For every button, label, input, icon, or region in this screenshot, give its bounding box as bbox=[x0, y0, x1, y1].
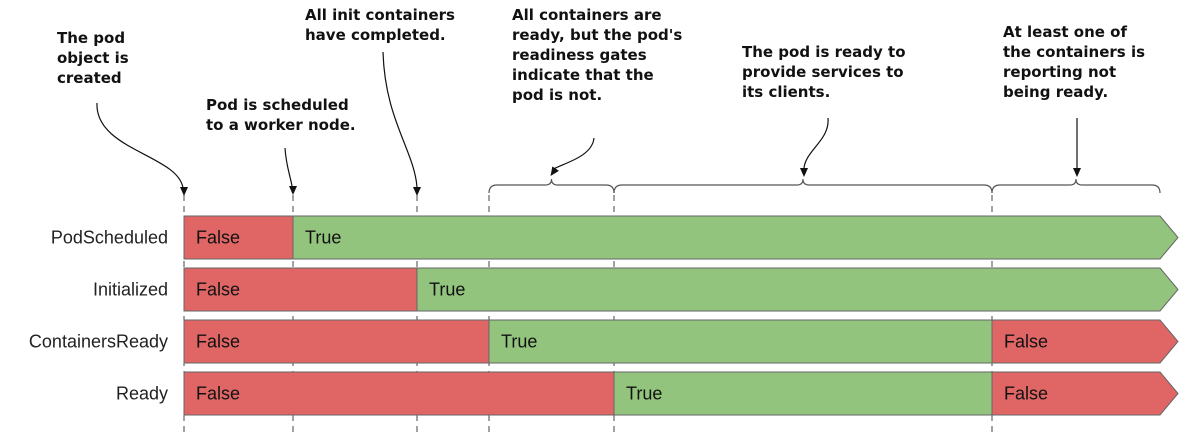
pointer-scheduled bbox=[284, 147, 293, 187]
annotation-arrows bbox=[96, 51, 1081, 196]
pointer-created bbox=[96, 102, 184, 189]
condition-label: ContainersReady bbox=[29, 332, 168, 352]
false-segment bbox=[991, 319, 1179, 364]
brace-pod-ready bbox=[613, 178, 993, 194]
pointer-pod-ready bbox=[803, 117, 829, 169]
condition-label: Ready bbox=[116, 384, 168, 404]
arrowhead-icon bbox=[550, 166, 559, 176]
condition-label: Initialized bbox=[93, 280, 168, 300]
true-segment bbox=[613, 371, 993, 416]
condition-labels: PodScheduledInitializedContainersReadyRe… bbox=[29, 228, 168, 404]
segment-value: False bbox=[196, 384, 240, 404]
segment-value: True bbox=[626, 384, 662, 404]
arrowhead-icon bbox=[289, 186, 297, 195]
segment-value: False bbox=[1004, 384, 1048, 404]
segment-value: False bbox=[1004, 332, 1048, 352]
pointer-init-done bbox=[382, 51, 418, 188]
segment-value: True bbox=[429, 280, 465, 300]
true-segment bbox=[292, 215, 1179, 260]
brace-not-ready bbox=[991, 178, 1161, 194]
segment-value: False bbox=[196, 228, 240, 248]
pointer-readiness-gates bbox=[551, 137, 595, 171]
arrowhead-icon bbox=[413, 187, 421, 196]
arrowhead-icon bbox=[180, 187, 188, 196]
true-segment bbox=[416, 267, 1179, 312]
arrowhead-icon bbox=[800, 168, 808, 177]
brace-readiness-gates bbox=[488, 178, 615, 194]
segment-value: False bbox=[196, 280, 240, 300]
false-segment bbox=[991, 371, 1179, 416]
segment-value: False bbox=[196, 332, 240, 352]
interval-braces bbox=[488, 178, 1161, 194]
arrowhead-icon bbox=[1073, 168, 1081, 177]
condition-label: PodScheduled bbox=[51, 228, 168, 248]
segment-value: True bbox=[501, 332, 537, 352]
true-segment bbox=[488, 319, 993, 364]
false-segment bbox=[183, 371, 615, 416]
segment-value: True bbox=[305, 228, 341, 248]
